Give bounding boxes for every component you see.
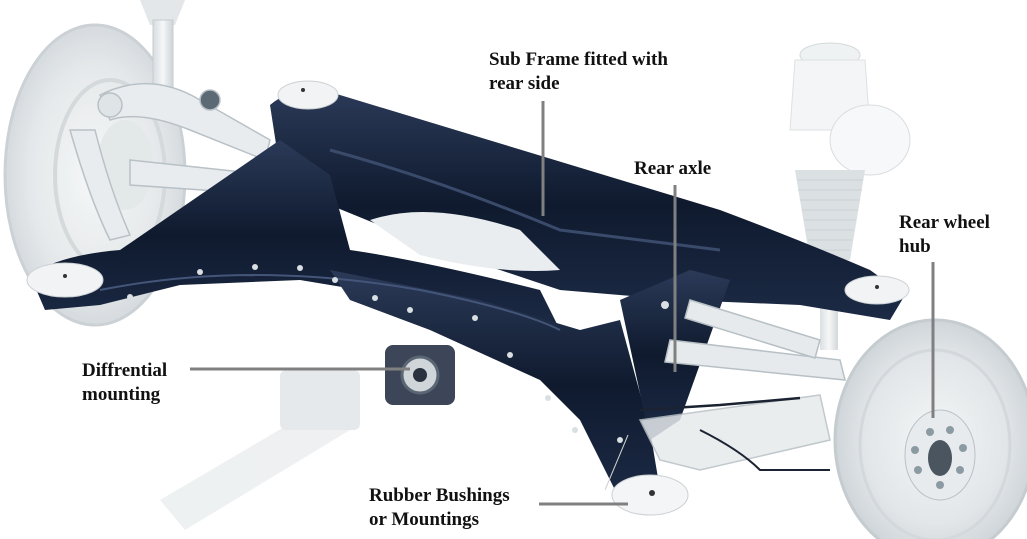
- label-differential-line2: mounting: [82, 384, 161, 405]
- label-subframe-line1: Sub Frame fitted with: [489, 49, 668, 70]
- bushing-mounts: [26, 80, 910, 516]
- bushing-rear-right: [844, 275, 910, 305]
- label-rubber-bushings: Rubber Bushings or Mountings: [369, 484, 510, 532]
- sub-frame: [30, 89, 905, 500]
- wheel-hub: [911, 426, 967, 489]
- label-differential-line1: Diffrential: [82, 360, 168, 381]
- drive-shaft: [160, 370, 360, 530]
- label-rear-axle-line1: Rear axle: [634, 158, 712, 179]
- leader-rubber-bushings-diag: [604, 434, 629, 491]
- label-subframe: Sub Frame fitted with rear side: [489, 48, 668, 96]
- label-rubber-bushings-line2: or Mountings: [369, 509, 479, 530]
- right-control-arms: [638, 299, 846, 471]
- bushing-rear-left: [26, 262, 104, 298]
- bushing-front-left: [277, 80, 339, 110]
- label-rubber-bushings-line1: Rubber Bushings: [369, 485, 510, 506]
- label-differential-mounting: Diffrential mounting: [82, 359, 167, 407]
- bushing-bottom: [611, 474, 689, 516]
- label-rear-wheel-hub-line2: hub: [899, 236, 931, 257]
- right-brake-disc: [833, 318, 1027, 539]
- label-rear-axle: Rear axle: [634, 157, 711, 181]
- right-air-strut: [789, 42, 911, 350]
- leader-lines: [190, 101, 935, 506]
- frame-bolts: [127, 264, 723, 443]
- label-subframe-line2: rear side: [489, 73, 560, 94]
- label-rear-wheel-hub-line1: Rear wheel: [899, 212, 990, 233]
- differential-mount: [385, 345, 455, 405]
- left-shock-absorber: [140, 0, 185, 91]
- label-rear-wheel-hub: Rear wheel hub: [899, 211, 990, 259]
